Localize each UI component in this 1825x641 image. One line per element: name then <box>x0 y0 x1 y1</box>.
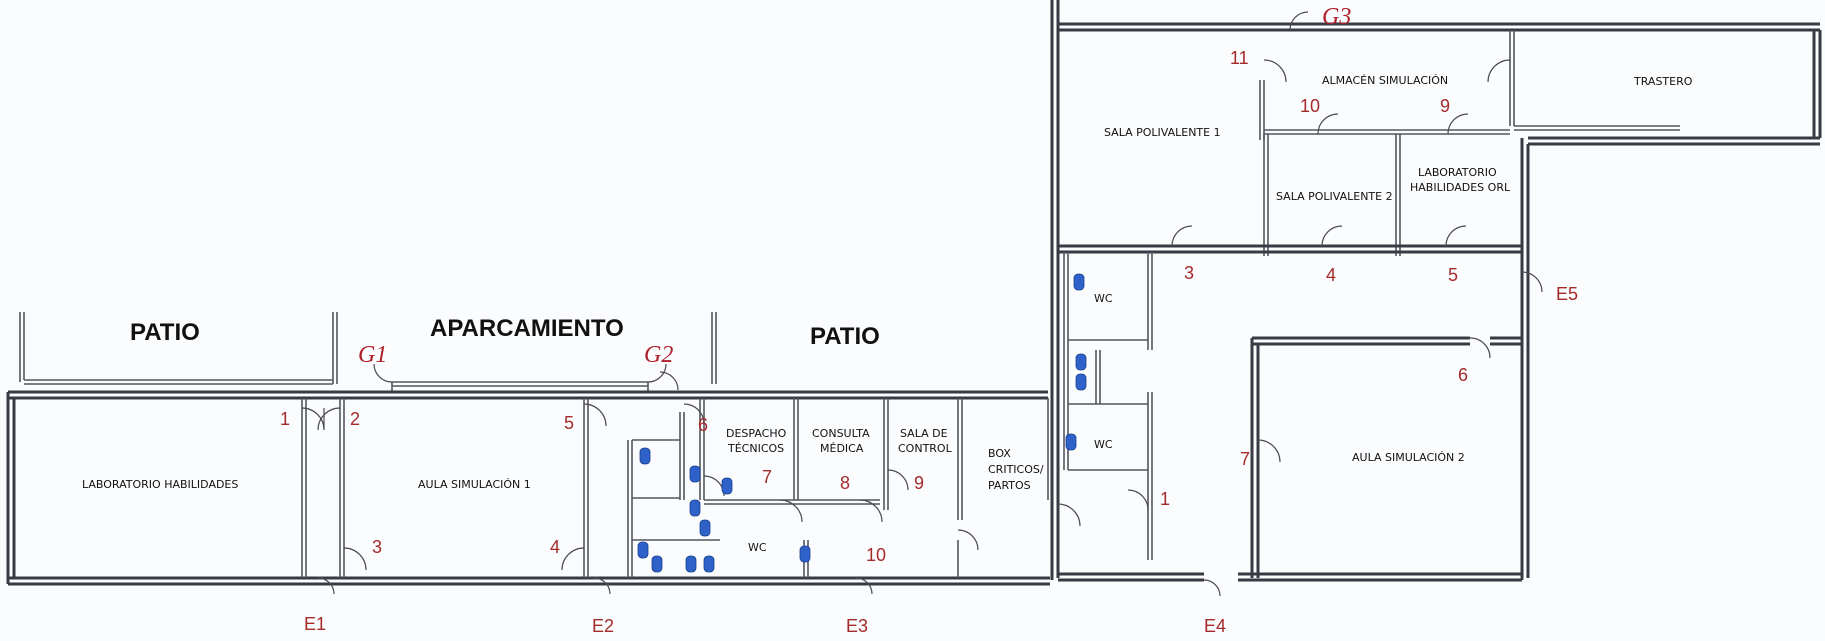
room-aula-simulacion-2: AULA SIMULACIÓN 2 <box>1352 451 1465 464</box>
room-box-criticos-l3: PARTOS <box>988 479 1031 492</box>
room-box-criticos-l1: BOX <box>988 447 1011 460</box>
toilet-icon <box>799 545 811 563</box>
door-number: 1 <box>280 409 290 429</box>
door-number: 1 <box>1160 489 1170 509</box>
toilet-icon <box>685 555 697 573</box>
gate-g3: G3 <box>1322 4 1351 30</box>
door-number: 2 <box>350 409 360 429</box>
exit-e1: E1 <box>304 614 326 634</box>
toilet-icon <box>1065 433 1077 451</box>
toilet-icon <box>639 447 651 465</box>
sanitary-fixtures <box>637 273 1087 573</box>
toilet-icon <box>1075 353 1087 371</box>
west-wing-walls <box>6 312 1053 586</box>
door-number: 6 <box>698 415 708 435</box>
label-aparcamiento: APARCAMIENTO <box>430 315 624 342</box>
door-number: 3 <box>372 537 382 557</box>
door-number: 9 <box>1440 96 1450 116</box>
toilet-icon <box>1075 373 1087 391</box>
room-aula-simulacion-1: AULA SIMULACIÓN 1 <box>418 478 531 491</box>
toilet-icon <box>689 465 701 483</box>
door-number: 3 <box>1184 263 1194 283</box>
toilet-icon <box>1073 273 1085 291</box>
room-trastero: TRASTERO <box>1633 75 1693 88</box>
label-patio-left: PATIO <box>130 319 200 346</box>
room-laboratorio-habilidades: LABORATORIO HABILIDADES <box>82 478 238 491</box>
room-despacho-tecnicos-l1: DESPACHO <box>726 427 787 440</box>
exit-e5: E5 <box>1556 284 1578 304</box>
room-consulta-medica-l1: CONSULTA <box>812 427 870 440</box>
door-number: 7 <box>762 467 772 487</box>
room-laboratorio-orl-l1: LABORATORIO <box>1418 166 1497 179</box>
door-number: 11 <box>1230 48 1249 68</box>
door-number: 4 <box>550 537 560 557</box>
door-number: 10 <box>1300 96 1320 116</box>
toilet-icon <box>651 555 663 573</box>
room-sala-polivalente-1: SALA POLIVALENTE 1 <box>1104 126 1221 139</box>
room-box-criticos-l2: CRITICOS/ <box>988 463 1044 476</box>
toilet-icon <box>689 499 701 517</box>
door-number: 8 <box>840 473 850 493</box>
room-consulta-medica-l2: MÉDICA <box>820 442 864 455</box>
gate-g1: G1 <box>358 342 387 368</box>
door-number: 5 <box>1448 265 1458 285</box>
room-wc-lower: WC <box>1094 438 1113 451</box>
door-number: 10 <box>866 545 886 565</box>
toilet-icon <box>699 519 711 537</box>
door-swings <box>301 11 1543 597</box>
room-wc-upper: WC <box>1094 292 1113 305</box>
door-number: 5 <box>564 413 574 433</box>
room-almacen-simulacion: ALMACÉN SIMULACIÓN <box>1322 74 1448 87</box>
exit-e4: E4 <box>1204 616 1226 636</box>
label-patio-center: PATIO <box>810 323 880 350</box>
room-despacho-tecnicos-l2: TÉCNICOS <box>727 442 784 455</box>
room-laboratorio-orl-l2: HABILIDADES ORL <box>1410 181 1511 194</box>
door-number: 9 <box>914 473 924 493</box>
door-number: 4 <box>1326 265 1336 285</box>
room-sala-control-l1: SALA DE <box>900 427 948 440</box>
room-sala-polivalente-2: SALA POLIVALENTE 2 <box>1276 190 1393 203</box>
toilet-icon <box>703 555 715 573</box>
exit-e2: E2 <box>592 616 614 636</box>
toilet-icon <box>721 477 733 495</box>
room-wc-left: WC <box>748 541 767 554</box>
east-wing-walls <box>1050 0 1822 582</box>
exit-e3: E3 <box>846 616 868 636</box>
gate-g2: G2 <box>644 342 673 368</box>
room-sala-control-l2: CONTROL <box>898 442 953 455</box>
door-number: 7 <box>1240 449 1250 469</box>
door-number: 6 <box>1458 365 1468 385</box>
toilet-icon <box>637 541 649 559</box>
